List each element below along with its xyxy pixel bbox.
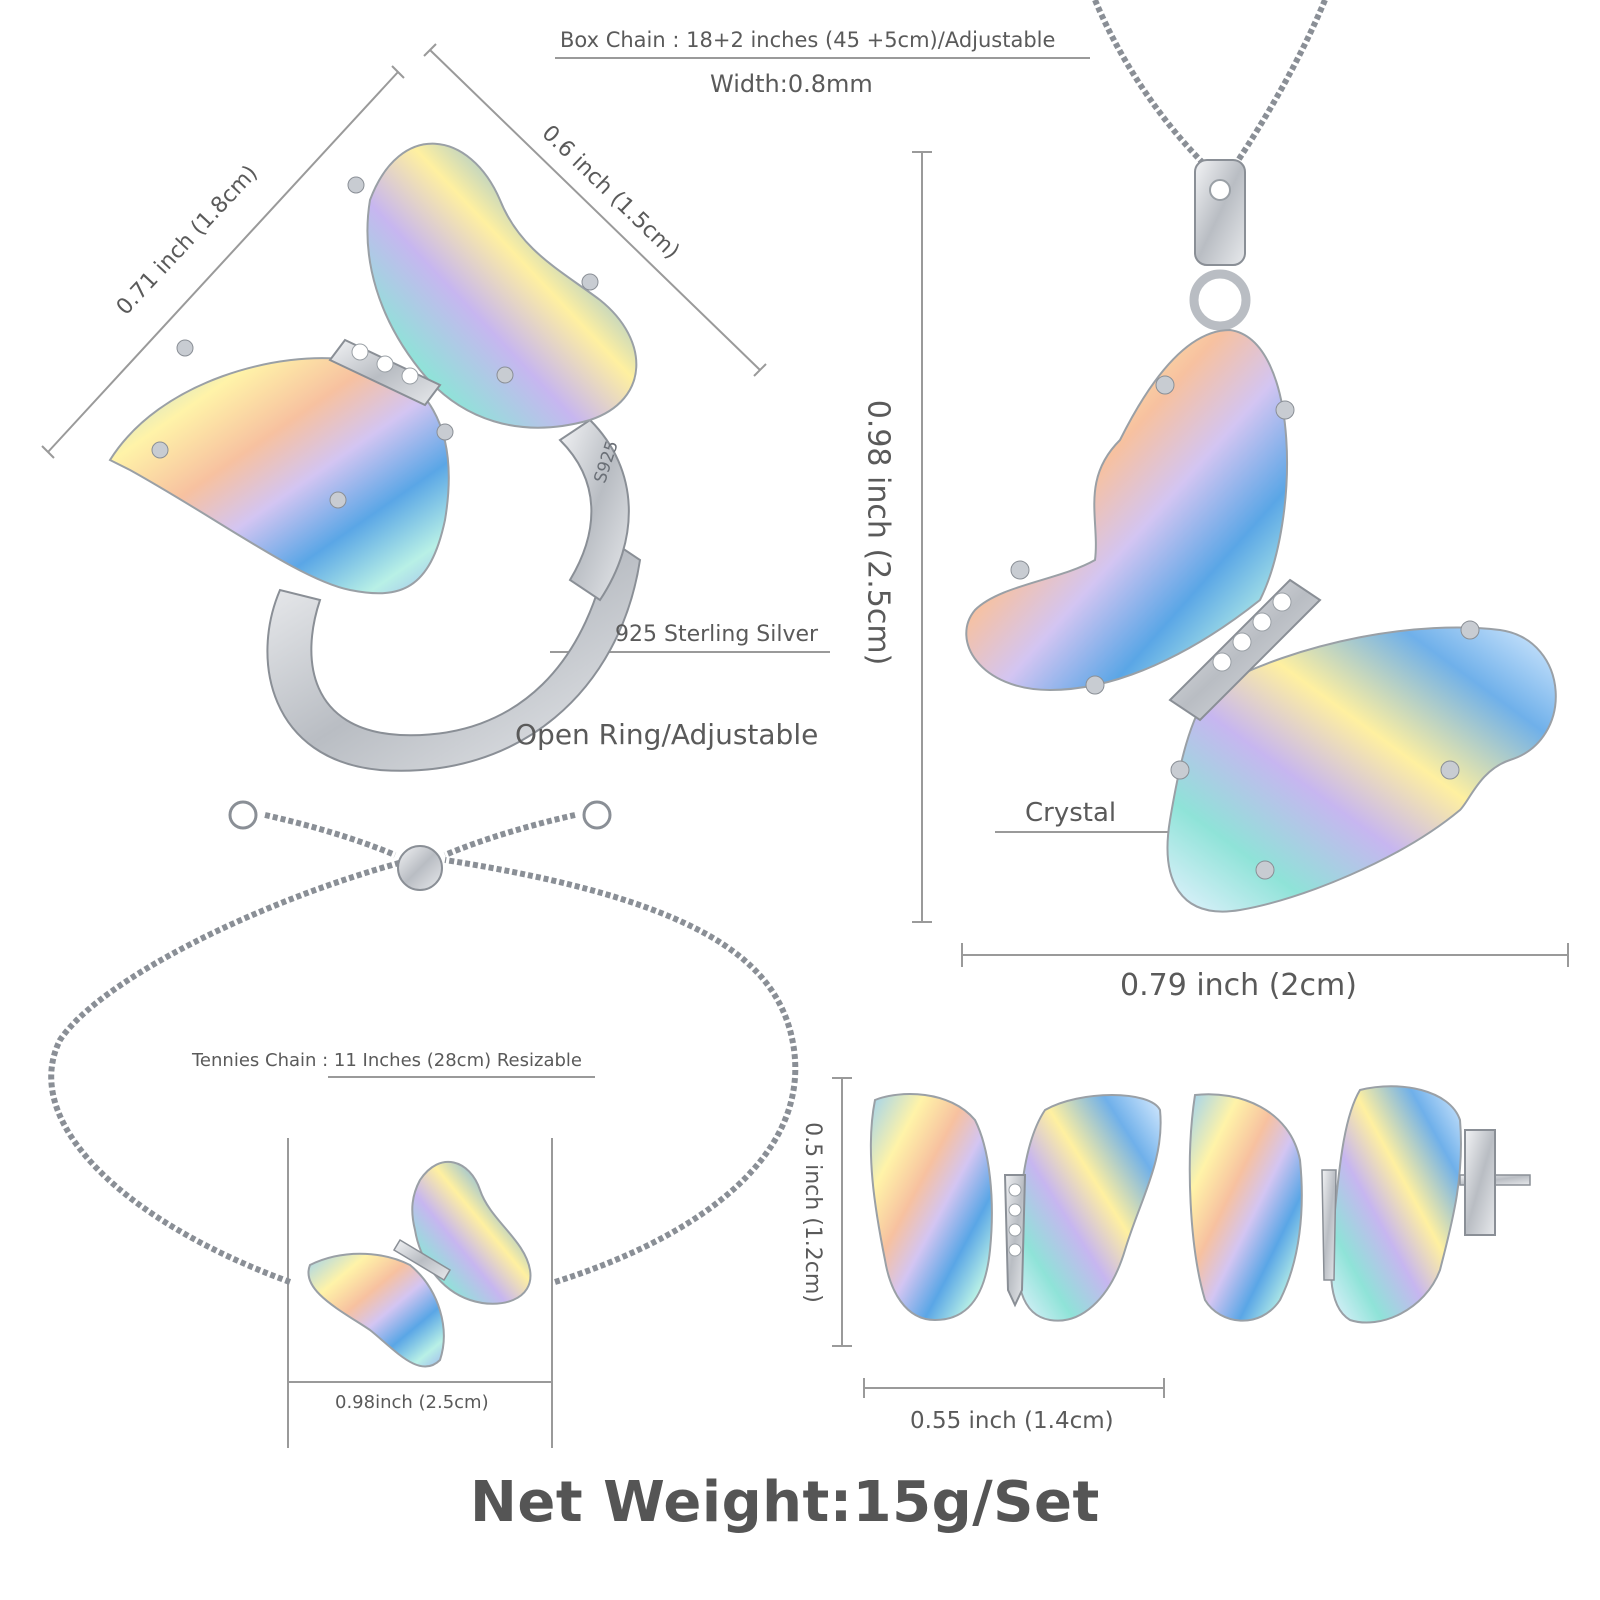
box-chain-label: Box Chain : 18+2 inches (45 +5cm)/Adjust…: [560, 28, 1056, 52]
crystal-label: Crystal: [1025, 798, 1117, 828]
bracelet-chain-right: [444, 857, 799, 1285]
open-ring-label: Open Ring/Adjustable: [515, 718, 819, 751]
ring-band: [266, 538, 642, 772]
ring-diagonal-right-line: [429, 49, 761, 371]
pendant-width-label: 0.79 inch (2cm): [1120, 968, 1357, 1003]
ring: [108, 142, 642, 772]
earring-width-label: 0.55 inch (1.4cm): [910, 1408, 1114, 1434]
earring-back: [1188, 1085, 1531, 1324]
chain-width-label: Width:0.8mm: [710, 70, 873, 98]
bracelet-width-label: 0.98inch (2.5cm): [335, 1392, 489, 1413]
tennis-chain-label: Tennies Chain : 11 Inches (28cm) Resizab…: [192, 1050, 582, 1071]
ring-diagonal-left-line: [47, 71, 399, 453]
net-weight-title: Net Weight:15g/Set: [470, 1470, 1100, 1535]
bracelet-chain-left: [48, 857, 411, 1285]
earring-height-label: 0.5 inch (1.2cm): [799, 1122, 825, 1303]
pendant-bail: [1194, 159, 1246, 266]
bracelet: [48, 800, 799, 1368]
earring-back-clutch: [1464, 1129, 1496, 1236]
earring-front: [869, 1093, 1162, 1322]
pendant-butterfly: [965, 328, 1557, 913]
guide-lines: [41, 43, 1569, 1448]
bracelet-end-left: [228, 800, 258, 830]
sterling-silver-label: 925 Sterling Silver: [615, 622, 819, 647]
bracelet-slider-bead: [397, 845, 443, 891]
ring-wing-left: [108, 357, 450, 595]
bracelet-end-right: [582, 800, 612, 830]
necklace: [965, 0, 1557, 913]
ring-wing-right: [366, 142, 638, 429]
pendant-height-label: 0.98 inch (2.5cm): [860, 399, 896, 666]
